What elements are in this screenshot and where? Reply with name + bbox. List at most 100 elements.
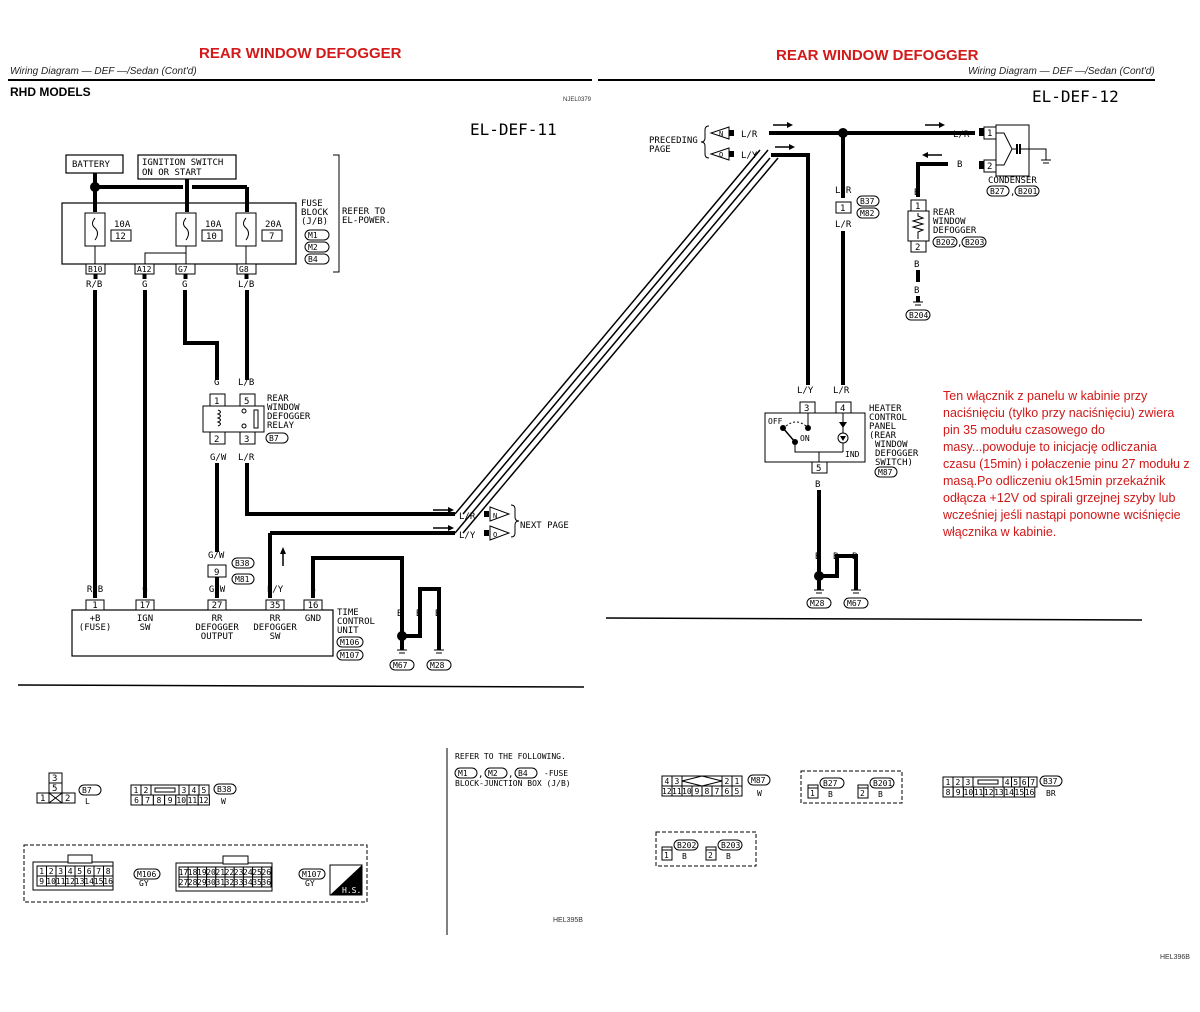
- connector-id-badge: M106: [336, 636, 364, 648]
- terminal-label: G8: [239, 265, 249, 274]
- pin-number: 10: [682, 787, 692, 796]
- note-line: masy...powoduje to inicjację odliczania: [943, 440, 1157, 454]
- time-control-unit: [71, 609, 334, 657]
- relay-label: DEFOGGER: [267, 412, 311, 422]
- pin-function: DEFOGGER: [195, 623, 239, 633]
- pin-number: 8: [157, 796, 162, 805]
- note-line: masą.Po odliczeniu ok15min przekaźnik: [943, 474, 1166, 488]
- pin-number: 19: [197, 868, 207, 877]
- wire-color: B: [833, 552, 838, 562]
- connector-id-badge: B201: [869, 777, 895, 789]
- pin-number: 15: [94, 877, 104, 886]
- wire-color-code: W: [221, 797, 226, 806]
- pin-number: 1: [987, 129, 992, 139]
- relay-label: WINDOW: [267, 403, 300, 413]
- pin-function: IGN: [137, 614, 153, 624]
- pin-number: 1: [946, 778, 951, 787]
- defogger-label: DEFOGGER: [933, 226, 977, 236]
- fuse-7: 20A 7: [235, 212, 283, 247]
- battery-box: BATTERY: [65, 154, 124, 174]
- ignition-label: IGNITION SWITCH: [142, 158, 223, 168]
- pin-number: 21: [215, 868, 225, 877]
- connector-id: M82: [860, 209, 875, 218]
- connector-id: M28: [430, 661, 445, 670]
- left-page-title: REAR WINDOW DEFOGGER: [199, 45, 402, 62]
- pin-function: (FUSE): [79, 623, 112, 633]
- connector-id-badge: M2: [484, 767, 508, 779]
- fuse-terminal: A12: [134, 263, 155, 279]
- connector-id: M106: [340, 638, 359, 647]
- connector-id: B203: [965, 238, 984, 247]
- connector-id-badge: M67: [389, 659, 415, 671]
- pin-number: 2: [860, 789, 865, 798]
- connector-view-b7: 3 5 1 2: [36, 772, 76, 804]
- pin-number: 6: [725, 787, 730, 796]
- separator: ,: [508, 770, 513, 780]
- preceding-tag-o: O: [709, 147, 734, 161]
- connector-id: B27: [990, 187, 1005, 196]
- pin-function: RR: [212, 614, 223, 624]
- note-line: naciśnięciu (tylko przy naciśnięciu) zwi…: [943, 406, 1175, 420]
- connector-id-badge: B203: [717, 839, 743, 851]
- fuse-rating: 10A: [114, 220, 131, 230]
- note-line: włącznika w kabinie.: [943, 525, 1057, 539]
- pin-number: 27: [179, 878, 189, 887]
- wire-color: L/Y: [459, 531, 476, 541]
- wire-color: B: [852, 552, 857, 562]
- connector-id-badge: M87: [874, 466, 898, 478]
- pin-number: 16: [308, 601, 319, 611]
- pin-number: 32: [225, 878, 235, 887]
- fuse-block-label: FUSE: [301, 199, 323, 209]
- divider-rule: [17, 684, 585, 688]
- wire-color-code: B: [726, 852, 731, 861]
- pin-number: 7: [96, 867, 101, 876]
- terminal-label: A12: [137, 265, 152, 274]
- harness-side-icon: H.S.: [329, 864, 363, 896]
- wire-color-code: B: [878, 790, 883, 799]
- fuse-rating: 20A: [265, 220, 282, 230]
- connector-id-badge: M1: [304, 229, 330, 241]
- pin-number: 31: [215, 878, 225, 887]
- wire-color-code: B: [828, 790, 833, 799]
- wire-color: G/W: [208, 551, 225, 561]
- pin-number: 10: [46, 877, 56, 886]
- wire-color-code: B: [682, 852, 687, 861]
- panel-label: SWITCH): [875, 458, 913, 468]
- connector-id-badge: M106: [133, 868, 161, 880]
- connector-id: B37: [860, 197, 875, 206]
- connector-id: B202: [677, 841, 696, 850]
- next-page-tag-n: N: [484, 506, 511, 522]
- switch-off-label: OFF: [768, 417, 783, 426]
- wire-color: L/R: [835, 186, 852, 196]
- pin-number: 33: [234, 878, 244, 887]
- connector-id: B38: [235, 559, 250, 568]
- defogger-relay: G L/B 1 5 2 3 REAR WINDOW DEFOGGER RELAY…: [202, 378, 311, 463]
- separator: ,: [957, 239, 962, 249]
- pin-number: 3: [244, 435, 249, 445]
- pin-number: 3: [52, 774, 57, 784]
- pin-number: 5: [1013, 778, 1018, 787]
- panel-label: WINDOW: [875, 440, 908, 450]
- wire-color: L/R: [953, 130, 970, 140]
- connector-id: B27: [823, 779, 838, 788]
- right-page-title: REAR WINDOW DEFOGGER: [776, 47, 979, 64]
- fuse-rating: 10A: [205, 220, 222, 230]
- pin-number: 35: [270, 601, 281, 611]
- connector-id-badge: B27: [986, 185, 1010, 197]
- pin-number: 13: [75, 877, 85, 886]
- preceding-tag-n: N: [709, 126, 734, 140]
- wire-color: L/Y: [267, 585, 284, 595]
- preceding-label: PAGE: [649, 145, 671, 155]
- connector-id-badge: M107: [298, 868, 326, 880]
- pin-number: 35: [252, 878, 262, 887]
- pin-number: 2: [725, 777, 730, 786]
- pin-number: 4: [68, 867, 73, 876]
